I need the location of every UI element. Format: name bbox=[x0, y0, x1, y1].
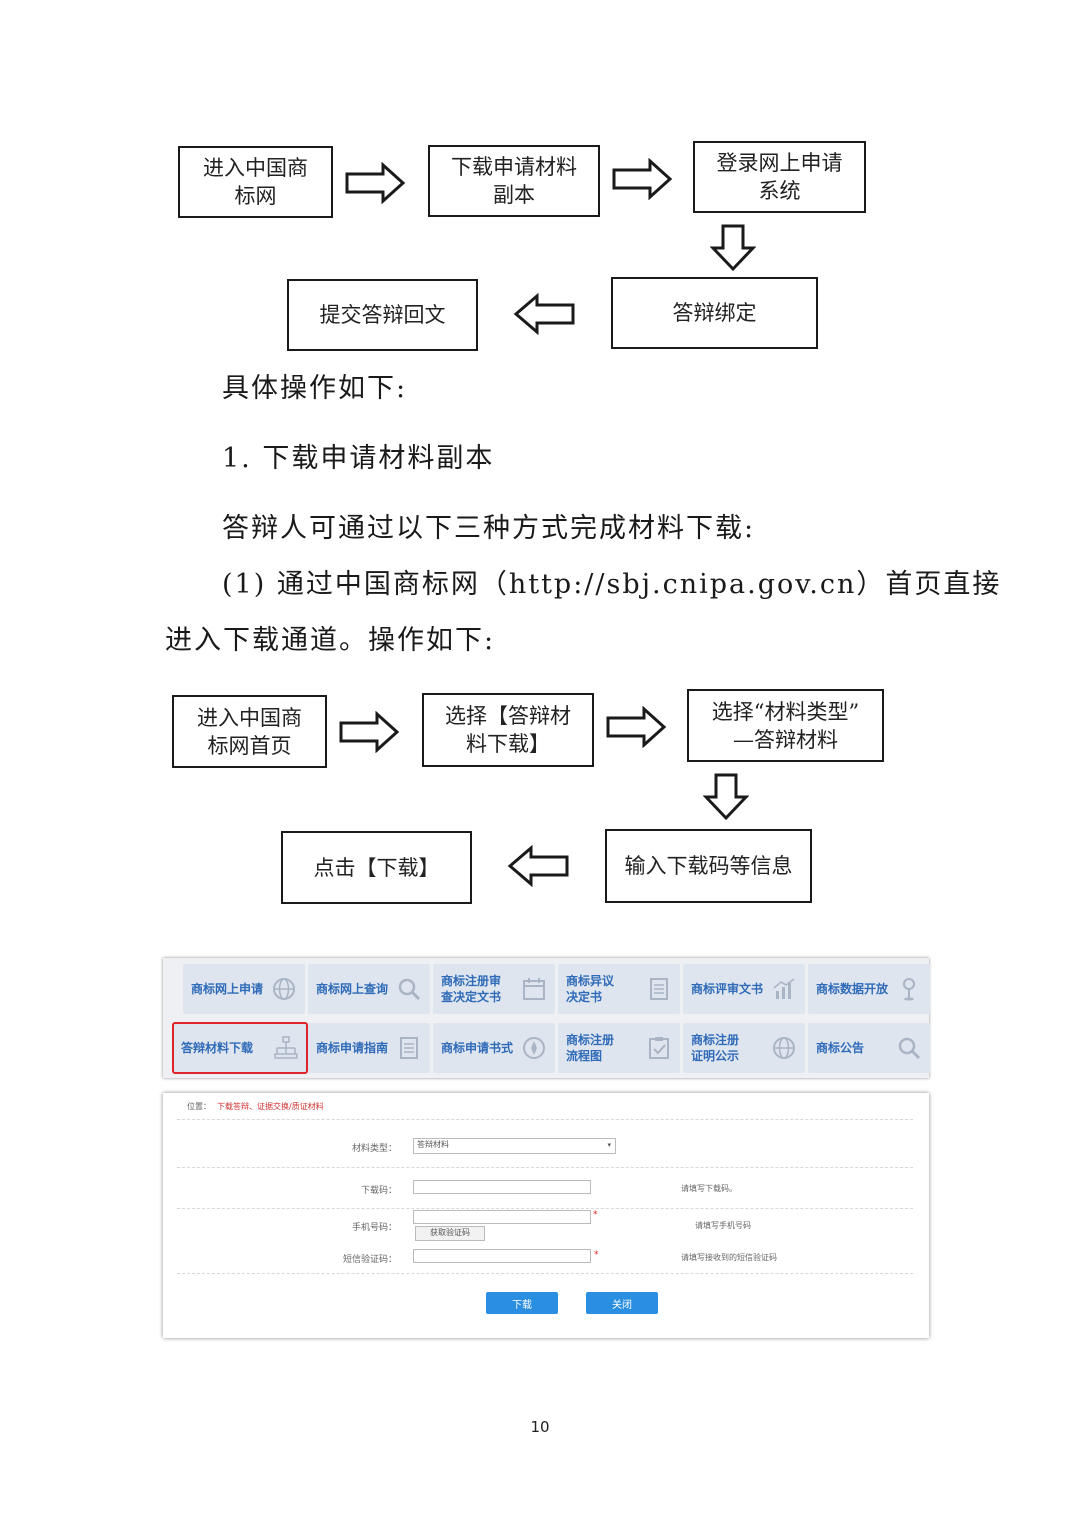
clipboard-icon bbox=[649, 1037, 669, 1059]
get-code-button[interactable]: 获取验证码 bbox=[415, 1226, 485, 1241]
tile-application-guide[interactable]: 商标申请指南 bbox=[308, 1023, 430, 1073]
download-form-screenshot: 位置： 下载答辩、证据交换/质证材料 材料类型： 答辩材料 ▾ 下载码： 请填写… bbox=[163, 1093, 929, 1338]
paragraph-methods: 答辩人可通过以下三种方式完成材料下载: bbox=[222, 513, 756, 544]
material-type-select[interactable]: 答辩材料 ▾ bbox=[413, 1138, 616, 1154]
tile-open-data[interactable]: 商标数据开放 bbox=[808, 964, 930, 1014]
document-icon bbox=[650, 978, 668, 1000]
divider bbox=[177, 1119, 913, 1120]
down-arrow-icon bbox=[703, 773, 749, 821]
download-code-label: 下载码： bbox=[360, 1186, 397, 1196]
hierarchy-icon bbox=[274, 1036, 298, 1059]
chart-icon bbox=[773, 978, 795, 999]
download-button[interactable]: 下载 bbox=[486, 1292, 558, 1314]
page-number: 10 bbox=[530, 1418, 550, 1436]
required-mark: * bbox=[594, 1250, 599, 1260]
sms-code-input[interactable] bbox=[413, 1249, 591, 1263]
paragraph-method-1-cont: 进入下载通道。操作如下: bbox=[165, 625, 496, 656]
flow1-step-submit-reply: 提交答辩回文 bbox=[287, 279, 478, 351]
download-code-hint: 请填写下载码。 bbox=[681, 1184, 737, 1193]
flow1-step-download-copy: 下载申请材料 副本 bbox=[428, 145, 600, 217]
sms-code-hint: 请填写接收到的短信验证码 bbox=[681, 1253, 777, 1262]
tile-certificate-publicity[interactable]: 商标注册 证明公示 bbox=[683, 1023, 805, 1073]
flow1-step-enter-site: 进入中国商 标网 bbox=[178, 146, 333, 218]
right-arrow-icon bbox=[339, 711, 400, 753]
phone-hint: 请填写手机号码 bbox=[695, 1221, 751, 1230]
location-breadcrumb[interactable]: 下载答辩、证据交换/质证材料 bbox=[217, 1102, 324, 1111]
download-code-input[interactable] bbox=[413, 1180, 591, 1194]
required-mark: * bbox=[593, 1210, 598, 1220]
sms-code-label: 短信验证码： bbox=[342, 1255, 397, 1265]
tile-registration-flowchart[interactable]: 商标注册 流程图 bbox=[558, 1023, 680, 1073]
left-arrow-icon bbox=[507, 845, 569, 887]
material-type-label: 材料类型： bbox=[351, 1144, 397, 1154]
flow2-step-select-download: 选择【答辩材 料下载】 bbox=[422, 693, 594, 767]
chevron-down-icon: ▾ bbox=[607, 1141, 611, 1149]
tile-online-application[interactable]: 商标网上申请 bbox=[183, 964, 305, 1014]
right-arrow-icon bbox=[612, 158, 673, 200]
left-arrow-icon bbox=[513, 293, 575, 335]
right-arrow-icon bbox=[345, 162, 406, 204]
down-arrow-icon bbox=[710, 224, 756, 272]
search-icon bbox=[898, 1037, 921, 1060]
compass-icon bbox=[523, 1037, 545, 1059]
divider bbox=[177, 1273, 913, 1274]
flow1-step-login-system: 登录网上申请 系统 bbox=[693, 141, 866, 213]
flow2-step-enter-code: 输入下载码等信息 bbox=[605, 829, 812, 903]
phone-input[interactable] bbox=[413, 1210, 591, 1224]
flow2-step-select-type: 选择“材料类型” —答辩材料 bbox=[687, 689, 884, 762]
tile-opposition-decisions[interactable]: 商标异议 决定书 bbox=[558, 964, 680, 1014]
calendar-icon bbox=[523, 978, 545, 1000]
tile-reply-material-download[interactable]: 答辩材料下载 bbox=[172, 1022, 308, 1074]
menu-screenshot: 商标网上申请 商标网上查询 商标注册审 查决定文书 商标异议 决定书 商标评审文… bbox=[163, 958, 930, 1078]
tile-trademark-gazette[interactable]: 商标公告 bbox=[808, 1023, 930, 1073]
document-icon bbox=[400, 1037, 418, 1059]
close-button[interactable]: 关闭 bbox=[586, 1292, 658, 1314]
flow2-step-enter-homepage: 进入中国商 标网首页 bbox=[172, 695, 327, 768]
phone-label: 手机号码： bbox=[351, 1223, 397, 1233]
tile-review-decisions[interactable]: 商标注册审 查决定文书 bbox=[433, 964, 555, 1014]
paragraph-method-1: (1) 通过中国商标网（http://sbj.cnipa.gov.cn）首页直接 bbox=[222, 569, 1002, 600]
divider bbox=[177, 1208, 913, 1209]
search-icon bbox=[398, 978, 421, 1001]
globe-icon bbox=[773, 1037, 795, 1059]
divider bbox=[177, 1167, 913, 1168]
location-label: 位置： bbox=[187, 1102, 211, 1111]
pin-icon bbox=[903, 978, 915, 1001]
flow1-step-bind-reply: 答辩绑定 bbox=[611, 277, 818, 349]
tile-review-documents[interactable]: 商标评审文书 bbox=[683, 964, 805, 1014]
section-heading: 1. 下载申请材料副本 bbox=[222, 443, 495, 474]
tile-application-forms[interactable]: 商标申请书式 bbox=[433, 1023, 555, 1073]
globe-icon bbox=[273, 978, 295, 1000]
flow2-step-click-download: 点击【下载】 bbox=[281, 831, 472, 904]
tile-online-search[interactable]: 商标网上查询 bbox=[308, 964, 430, 1014]
paragraph-intro: 具体操作如下: bbox=[222, 373, 408, 404]
right-arrow-icon bbox=[606, 706, 667, 748]
